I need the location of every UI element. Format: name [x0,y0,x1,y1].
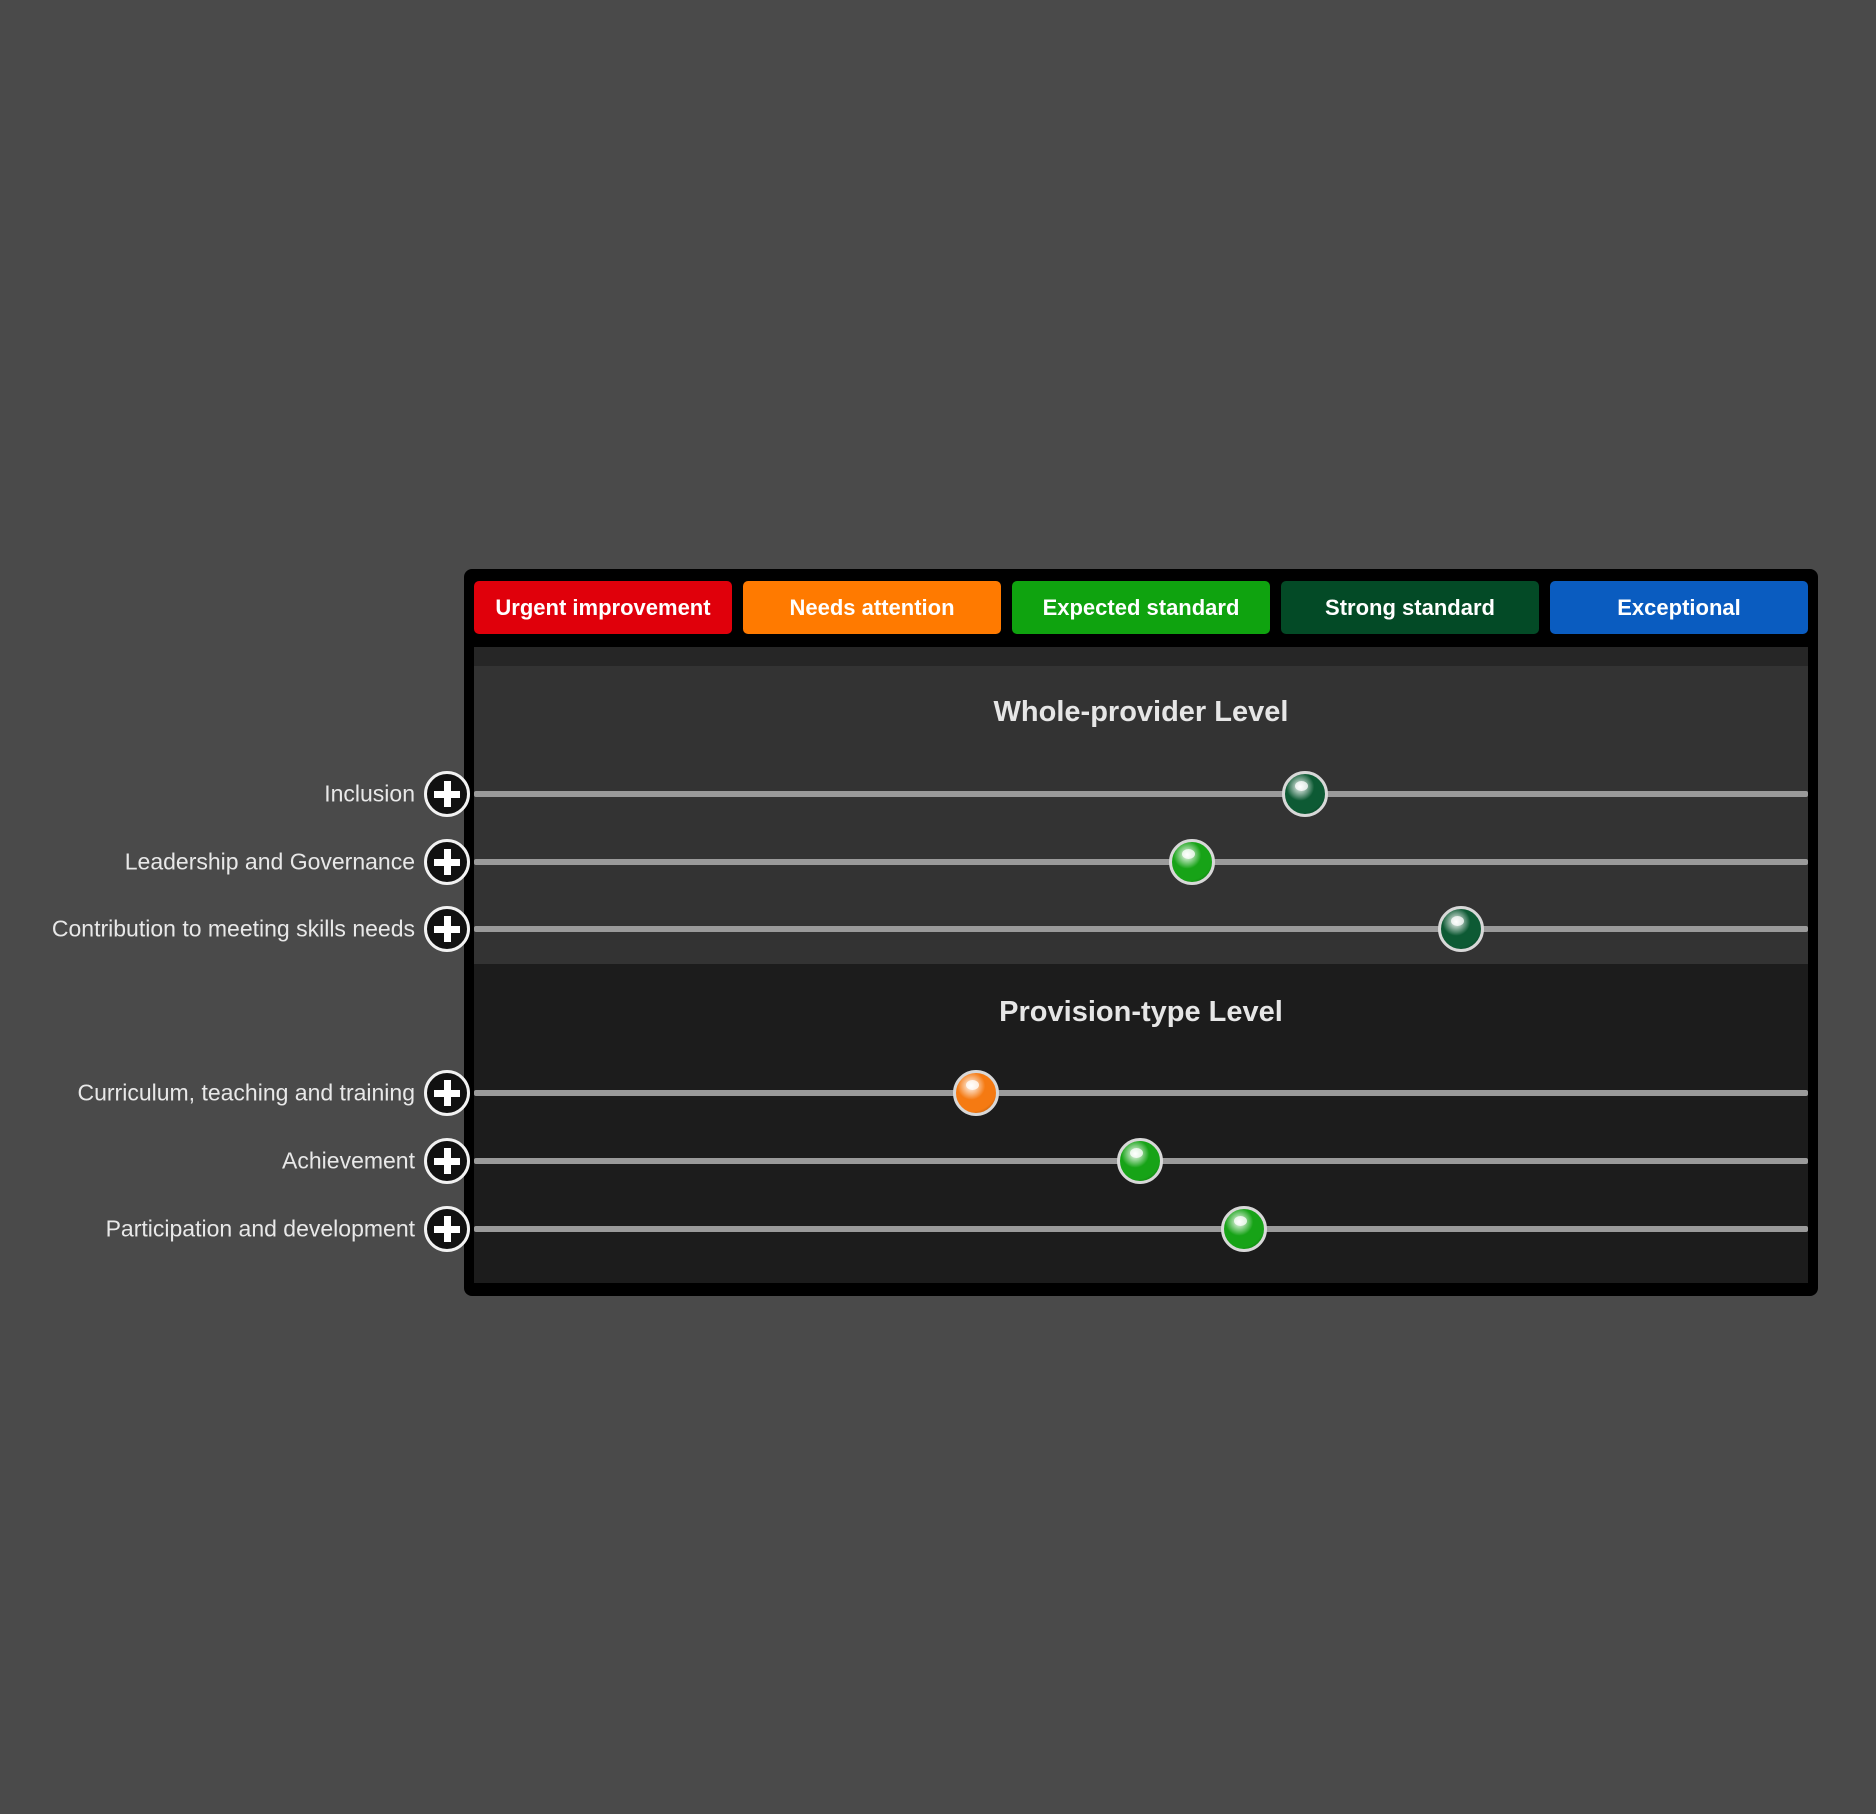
rating-slider-track[interactable] [474,1226,1808,1232]
whole-provider-title: Whole-provider Level [993,696,1289,728]
rating-slider-knob[interactable] [1220,1206,1267,1252]
legend-expected-standard[interactable]: Expected standard [1012,581,1270,634]
rating-slider-knob[interactable] [1116,1138,1163,1184]
provision-type-section: Provision-type Level [474,964,1808,1283]
expand-plus-icon[interactable] [424,1070,470,1116]
rating-slider-track[interactable] [474,859,1808,865]
rating-slider-knob[interactable] [1438,906,1485,952]
rating-slider-track[interactable] [474,1090,1808,1096]
row-label-achievement: Achievement [282,1147,415,1174]
rating-slider-track[interactable] [474,926,1808,932]
legend-exceptional[interactable]: Exceptional [1550,581,1808,634]
legend-strong-standard[interactable]: Strong standard [1281,581,1539,634]
rating-slider-track[interactable] [474,791,1808,797]
expand-plus-icon[interactable] [424,771,470,817]
row-label-inclusion: Inclusion [324,780,415,807]
expand-plus-icon[interactable] [424,906,470,952]
whole-provider-section: Whole-provider Level [474,666,1808,964]
row-label-participation-and-development: Participation and development [105,1215,415,1242]
rating-slider-knob[interactable] [952,1070,999,1116]
expand-plus-icon[interactable] [424,1206,470,1252]
rating-panel: Urgent improvement Needs attention Expec… [464,569,1818,1296]
legend-needs-attention[interactable]: Needs attention [743,581,1001,634]
legend-urgent-improvement[interactable]: Urgent improvement [474,581,732,634]
rating-slider-knob[interactable] [1282,771,1329,817]
expand-plus-icon[interactable] [424,1138,470,1184]
section-divider [474,647,1808,666]
row-label-curriculum-teaching-training: Curriculum, teaching and training [77,1079,415,1106]
row-label-leadership-and-governance: Leadership and Governance [124,848,415,875]
rating-slider-knob[interactable] [1168,839,1215,885]
provision-type-title: Provision-type Level [999,996,1283,1028]
expand-plus-icon[interactable] [424,839,470,885]
rating-legend: Urgent improvement Needs attention Expec… [474,581,1808,634]
row-label-contribution-to-skills-needs: Contribution to meeting skills needs [51,915,415,942]
